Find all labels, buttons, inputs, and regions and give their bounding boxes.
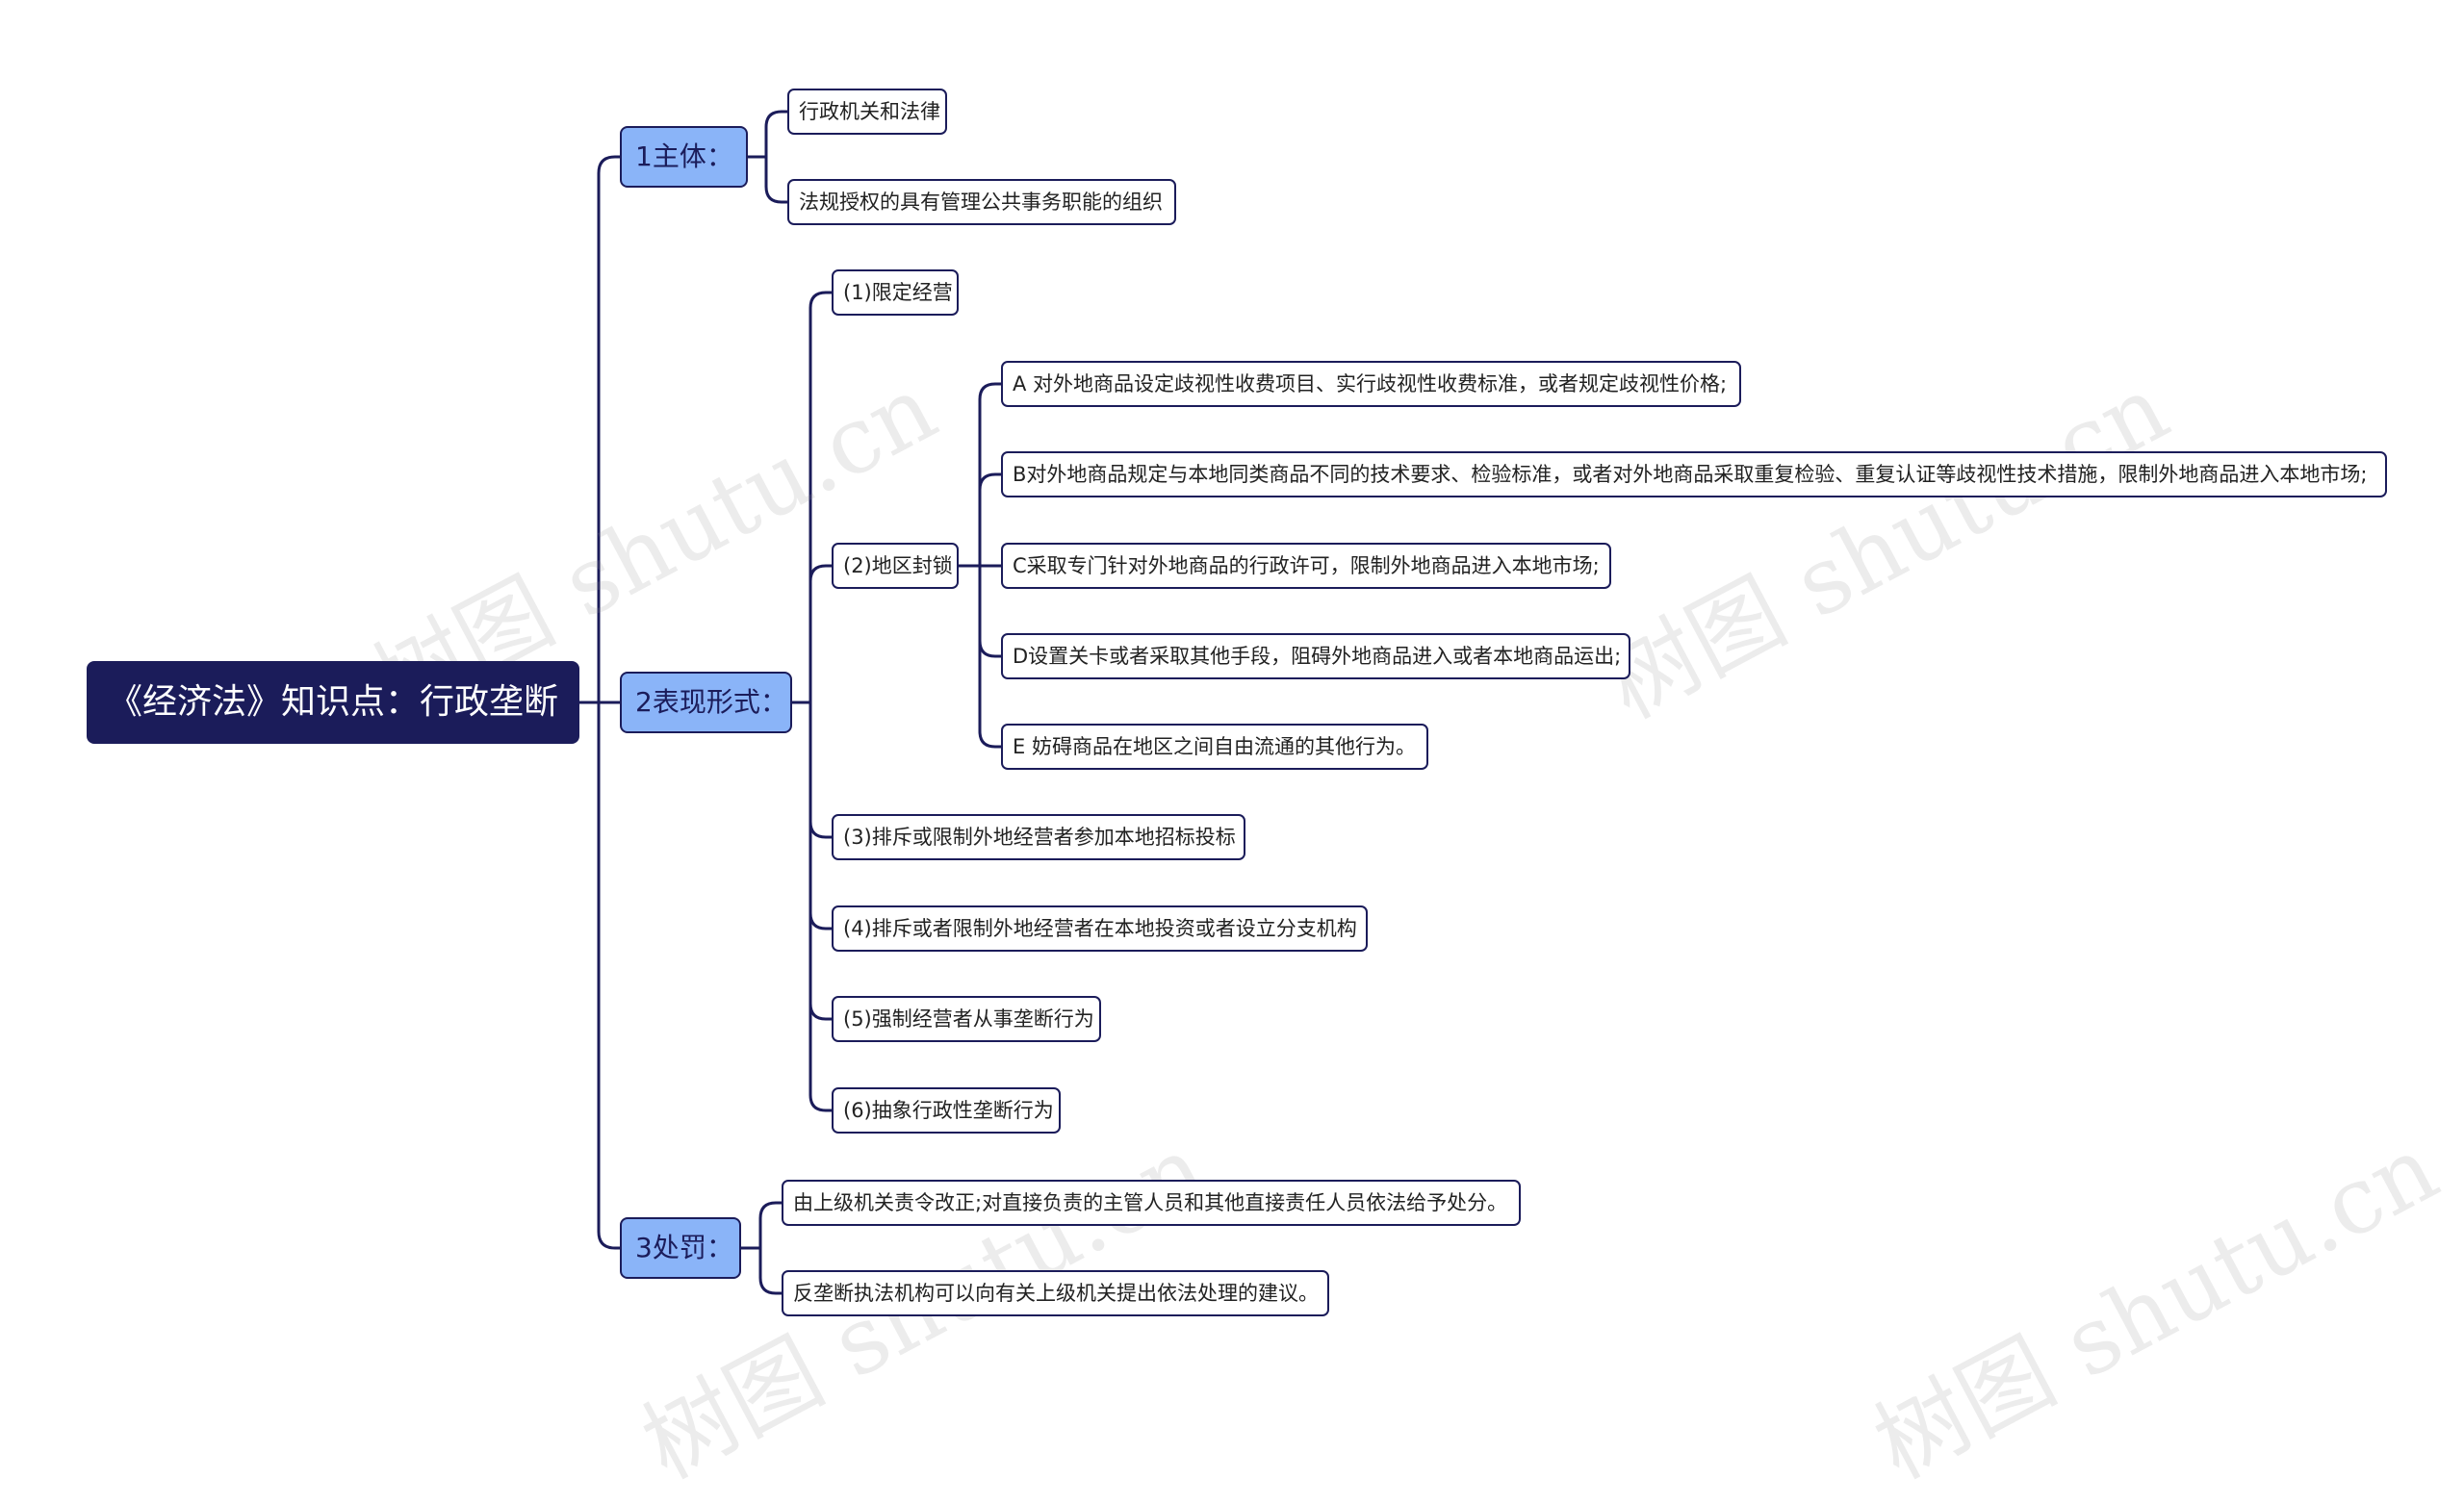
leaf-form-4[interactable]: (4)排斥或者限制外地经营者在本地投资或者设立分支机构 [832, 905, 1368, 952]
leaf-form-6[interactable]: (6)抽象行政性垄断行为 [832, 1087, 1061, 1134]
leaf-penalty-2[interactable]: 反垄断执法机构可以向有关上级机关提出依法处理的建议。 [782, 1270, 1329, 1316]
leaf-form-3[interactable]: (3)排斥或限制外地经营者参加本地招标投标 [832, 814, 1245, 860]
leaf-blockade-a[interactable]: A 对外地商品设定歧视性收费项目、实行歧视性收费标准，或者规定歧视性价格; [1001, 361, 1741, 407]
leaf-subject-1[interactable]: 行政机关和法律 [787, 89, 947, 135]
branch-penalty[interactable]: 3处罚： [620, 1217, 741, 1279]
leaf-form-2[interactable]: (2)地区封锁 [832, 543, 959, 589]
leaf-form-5[interactable]: (5)强制经营者从事垄断行为 [832, 996, 1101, 1042]
leaf-blockade-e[interactable]: E 妨碍商品在地区之间自由流通的其他行为。 [1001, 724, 1428, 770]
leaf-blockade-b[interactable]: B对外地商品规定与本地同类商品不同的技术要求、检验标准，或者对外地商品采取重复检… [1001, 451, 2387, 497]
leaf-subject-2[interactable]: 法规授权的具有管理公共事务职能的组织 [787, 179, 1176, 225]
connector-lines [578, 110, 1003, 1295]
leaf-blockade-d[interactable]: D设置关卡或者采取其他手段，阻碍外地商品进入或者本地商品运出; [1001, 633, 1630, 679]
mindmap-canvas: 树图 shutu.cn 树图 shutu.cn 树图 shutu.cn 树图 s… [87, 89, 2454, 1499]
branch-subject[interactable]: 1主体： [620, 126, 748, 188]
leaf-form-1[interactable]: (1)限定经营 [832, 269, 959, 316]
branch-forms[interactable]: 2表现形式： [620, 672, 792, 733]
leaf-blockade-c[interactable]: C采取专门针对外地商品的行政许可，限制外地商品进入本地市场; [1001, 543, 1611, 589]
root-topic[interactable]: 《经济法》知识点：行政垄断 [87, 661, 579, 744]
leaf-penalty-1[interactable]: 由上级机关责令改正;对直接负责的主管人员和其他直接责任人员依法给予处分。 [782, 1180, 1521, 1226]
